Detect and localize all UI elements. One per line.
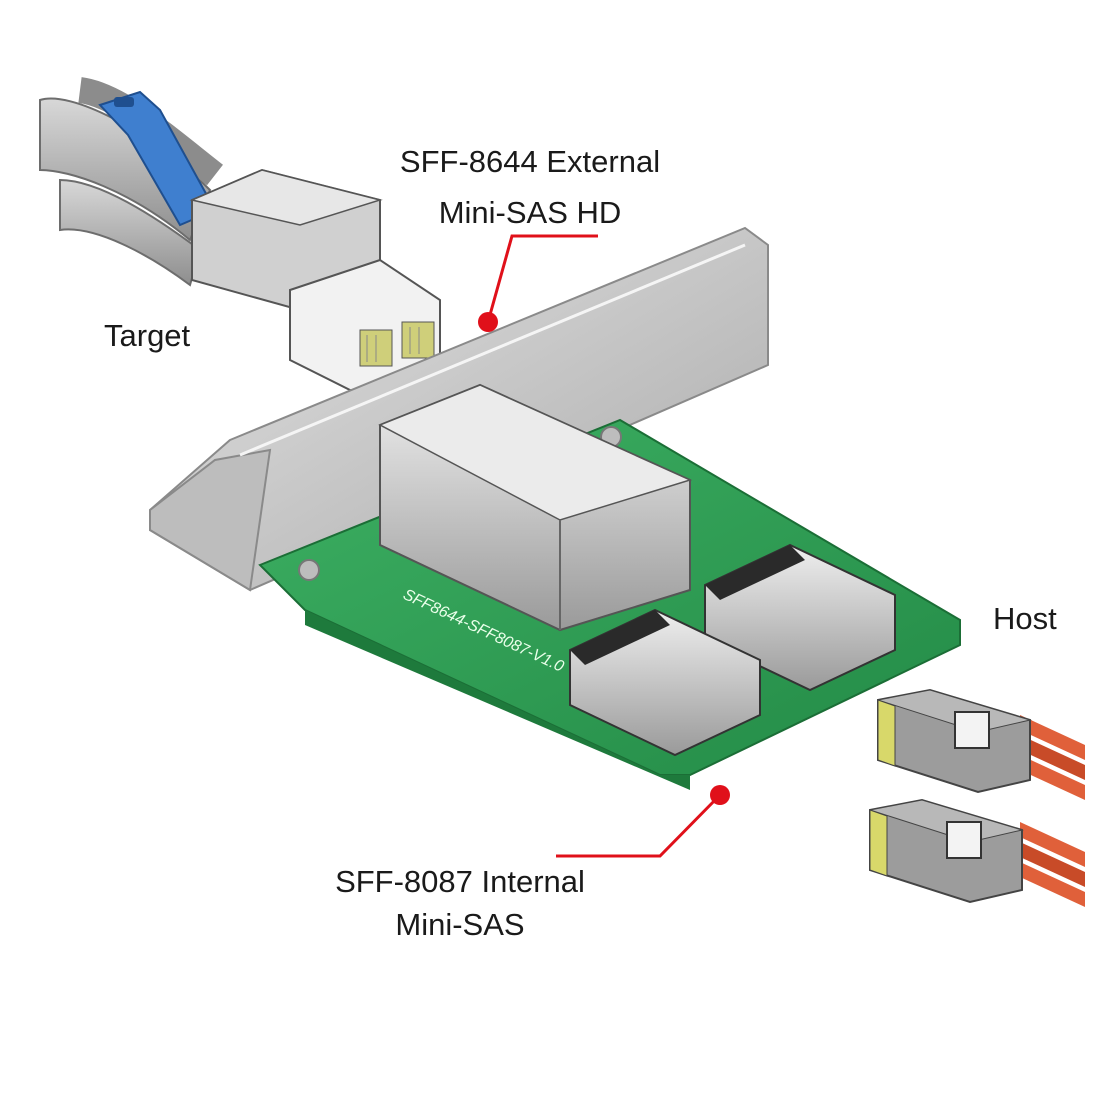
- external-port-label-line2: Mini-SAS HD: [438, 195, 622, 230]
- sff8644-port: [378, 383, 693, 632]
- host-cable-1: [877, 688, 1085, 800]
- internal-port-label-line2: Mini-SAS: [395, 907, 525, 942]
- external-port-label-line1: SFF-8644 External: [399, 144, 661, 179]
- host-cable-2: [869, 798, 1085, 907]
- callout-external: [478, 234, 598, 332]
- target-label: Target: [104, 318, 191, 353]
- internal-port-label-line1: SFF-8087 Internal: [335, 864, 585, 899]
- host-label: Host: [993, 601, 1057, 636]
- callout-internal: [556, 785, 730, 858]
- mini-sas-cable-icon: [869, 688, 1085, 907]
- mini-sas-hd-cable-icon: [39, 77, 441, 397]
- sff8087-port-2: [569, 608, 761, 757]
